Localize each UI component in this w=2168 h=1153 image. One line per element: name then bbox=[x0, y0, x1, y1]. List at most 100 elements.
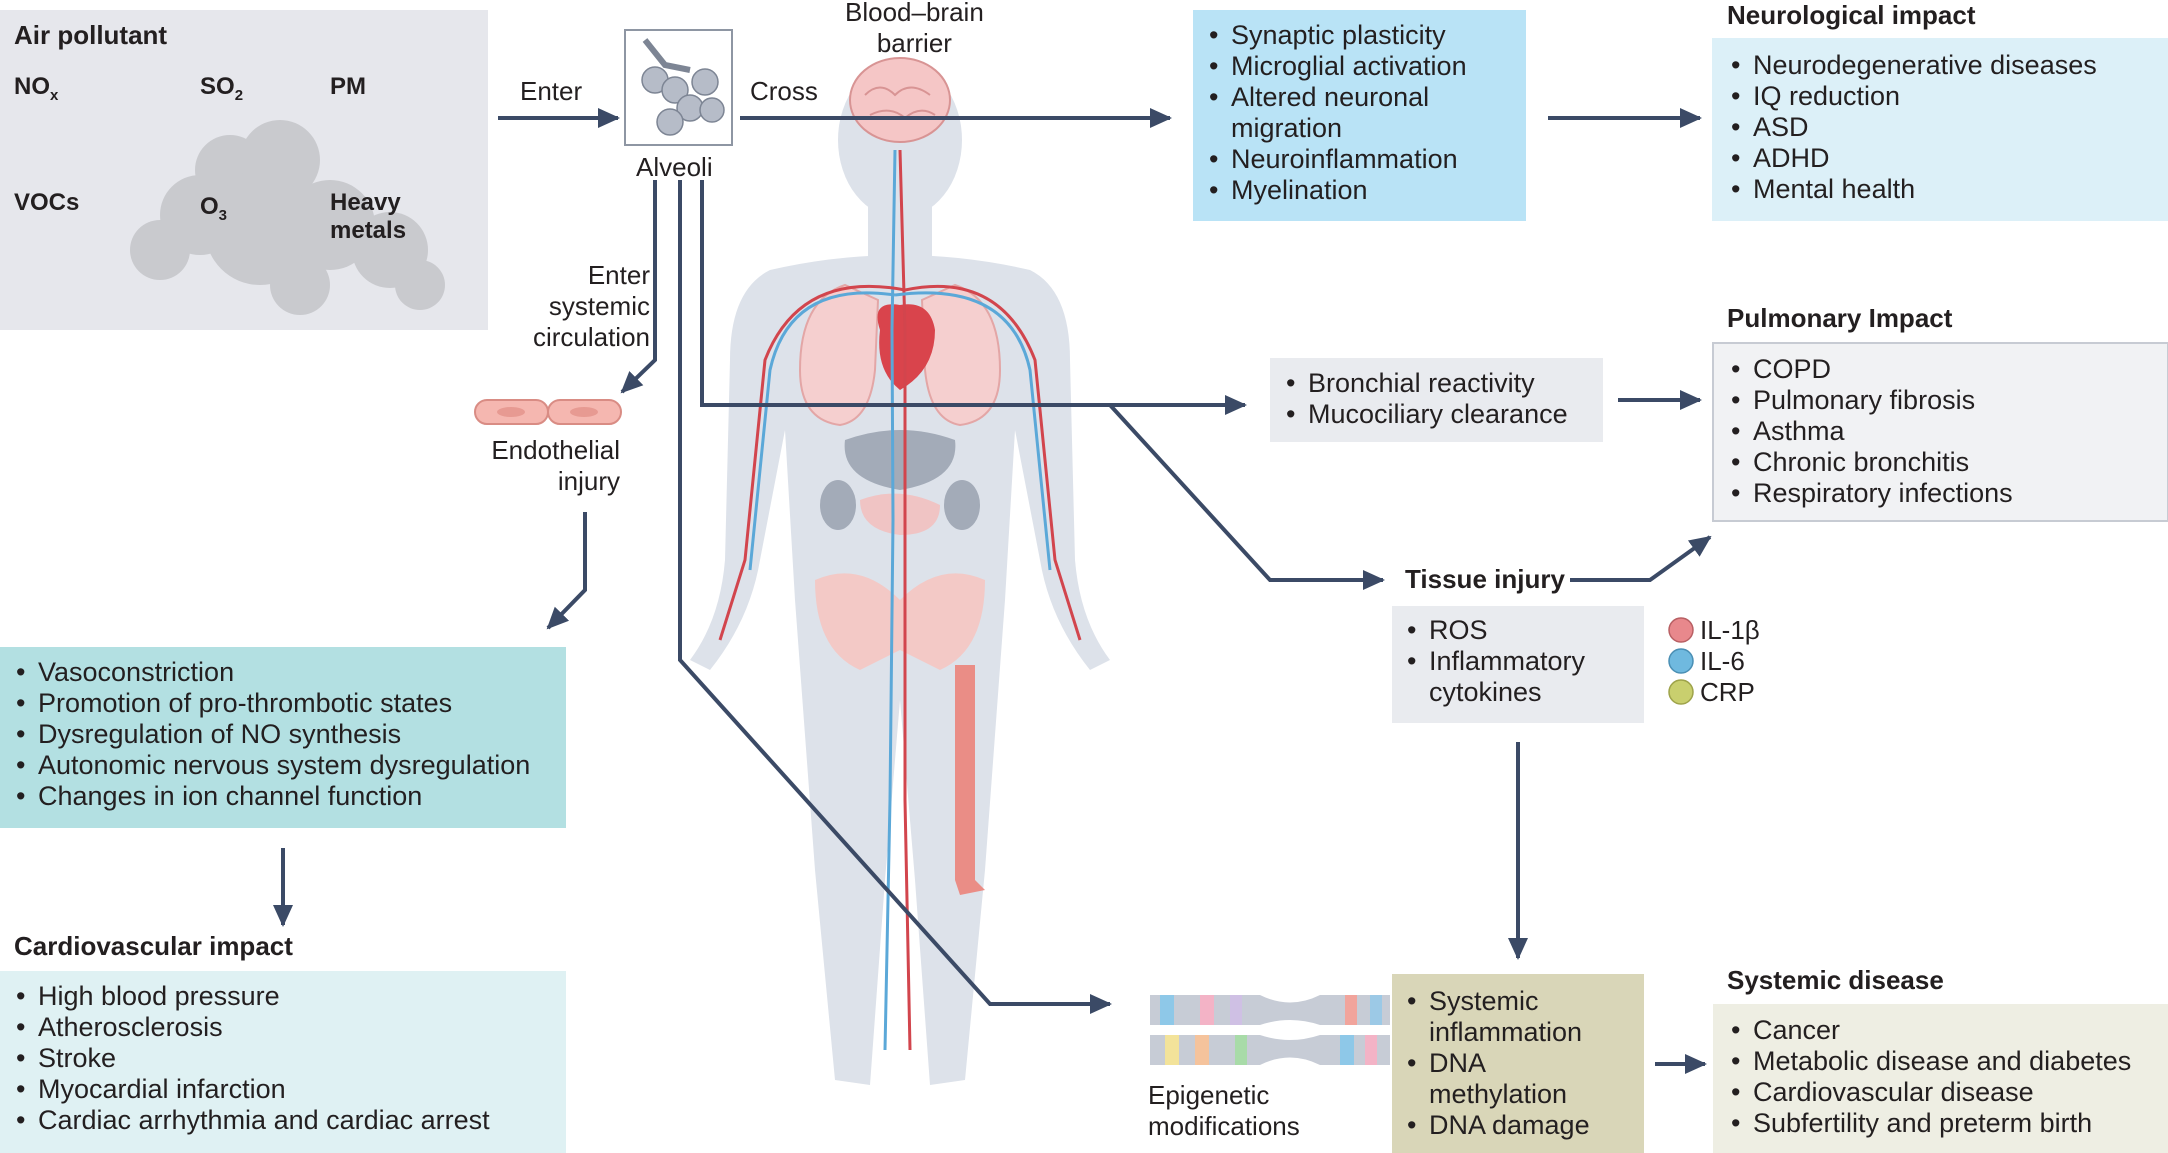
systemic-disease-title: Systemic disease bbox=[1727, 965, 1944, 995]
abdominal-organs bbox=[820, 430, 980, 535]
endothelial-label: Endothelial injury bbox=[460, 435, 620, 497]
cardiovascular-item: Cardiac arrhythmia and cardiac arrest bbox=[12, 1105, 490, 1136]
il6-label: IL-6 bbox=[1700, 646, 1745, 676]
epigenetic-line1: Epigenetic bbox=[1148, 1080, 1270, 1110]
endothelial-cells-icon bbox=[474, 399, 622, 425]
brain-effect-item: Microglial activation bbox=[1205, 51, 1467, 82]
epigenetic-line2: modifications bbox=[1148, 1111, 1300, 1141]
enter-systemic-line3: circulation bbox=[532, 322, 650, 352]
neurological-list: Neurodegenerative diseases IQ reduction … bbox=[1727, 50, 2097, 205]
so2-text: SO bbox=[200, 73, 235, 100]
systemic-effect-item: inflammation bbox=[1429, 1017, 1583, 1047]
heavy-metals-line2: metals bbox=[330, 217, 407, 244]
systemic-disease-item: Cancer bbox=[1727, 1015, 2131, 1046]
brain-effect-item: Synaptic plasticity bbox=[1205, 20, 1467, 51]
enter-label: Enter bbox=[520, 76, 583, 106]
neurological-item: Neurodegenerative diseases bbox=[1727, 50, 2097, 81]
pollutant-title: Air pollutant bbox=[14, 20, 168, 50]
il6-dot bbox=[1668, 648, 1694, 674]
systemic-effect-item: DNA bbox=[1403, 1048, 1590, 1079]
vascular-effect-item: Changes in ion channel function bbox=[12, 781, 530, 812]
vascular-effects-list: Vasoconstriction Promotion of pro-thromb… bbox=[12, 657, 530, 812]
brain-effect-item: Myelination bbox=[1205, 175, 1467, 206]
pulmonary-title: Pulmonary Impact bbox=[1727, 303, 1953, 333]
o3-label: O3 bbox=[200, 193, 227, 230]
tissue-injury-item: Inflammatory bbox=[1403, 646, 1585, 677]
chromosome-icon bbox=[1150, 995, 1390, 1065]
bbb-line1: Blood–brain bbox=[845, 0, 984, 27]
crp-dot bbox=[1668, 679, 1694, 705]
brain-effect-item: Altered neuronal bbox=[1205, 82, 1467, 113]
systemic-disease-item: Subfertility and preterm birth bbox=[1727, 1108, 2131, 1139]
pulmonary-item: COPD bbox=[1727, 354, 2013, 385]
heavy-metals-label: Heavy metals bbox=[330, 189, 406, 245]
cardiovascular-item: High blood pressure bbox=[12, 981, 490, 1012]
crp-label: CRP bbox=[1700, 677, 1755, 707]
o3-sub: 3 bbox=[218, 206, 228, 224]
endothelial-line2: injury bbox=[557, 466, 620, 496]
lung-effects-list: Bronchial reactivity Mucociliary clearan… bbox=[1282, 368, 1568, 430]
tissue-injury-list: ROS Inflammatory cytokines bbox=[1403, 615, 1585, 708]
enter-systemic-line1: Enter bbox=[587, 260, 650, 290]
pelvis-icon bbox=[815, 573, 985, 670]
endothelial-line1: Endothelial bbox=[491, 435, 620, 465]
smog-cloud bbox=[130, 120, 445, 315]
pulmonary-list: COPD Pulmonary fibrosis Asthma Chronic b… bbox=[1727, 354, 2013, 509]
il1b-dot bbox=[1668, 617, 1694, 643]
human-body bbox=[690, 62, 1110, 1085]
brain-icon bbox=[849, 57, 951, 143]
systemic-effect-item: Systemic bbox=[1403, 986, 1590, 1017]
brain-effect-item: migration bbox=[1231, 113, 1343, 143]
neurological-item: IQ reduction bbox=[1727, 81, 2097, 112]
cardiovascular-title: Cardiovascular impact bbox=[14, 931, 293, 961]
so2-label: SO2 bbox=[200, 73, 243, 110]
brain-effects-list: Synaptic plasticity Microglial activatio… bbox=[1205, 20, 1467, 206]
alveoli-label: Alveoli bbox=[636, 152, 713, 182]
enter-systemic-line2: systemic bbox=[548, 291, 650, 321]
systemic-disease-list: Cancer Metabolic disease and diabetes Ca… bbox=[1727, 1015, 2131, 1139]
systemic-effect-item: DNA damage bbox=[1403, 1110, 1590, 1141]
neurological-item: Mental health bbox=[1727, 174, 2097, 205]
systemic-disease-item: Cardiovascular disease bbox=[1727, 1077, 2131, 1108]
brain-effect-item: Neuroinflammation bbox=[1205, 144, 1467, 175]
systemic-effect-item: methylation bbox=[1429, 1079, 1568, 1109]
neurological-item: ASD bbox=[1727, 112, 2097, 143]
cross-label: Cross bbox=[750, 76, 818, 106]
heavy-metals-line1: Heavy bbox=[330, 189, 401, 216]
tissue-injury-title: Tissue injury bbox=[1405, 564, 1565, 594]
cardiovascular-item: Myocardial infarction bbox=[12, 1074, 490, 1105]
neurological-item: ADHD bbox=[1727, 143, 2097, 174]
pulmonary-item: Asthma bbox=[1727, 416, 2013, 447]
vascular-effect-item: Autonomic nervous system dysregulation bbox=[12, 750, 530, 781]
pulmonary-item: Respiratory infections bbox=[1727, 478, 2013, 509]
cardiovascular-item: Atherosclerosis bbox=[12, 1012, 490, 1043]
pm-label: PM bbox=[330, 73, 366, 100]
pulmonary-item: Pulmonary fibrosis bbox=[1727, 385, 2013, 416]
vascular-effect-item: Vasoconstriction bbox=[12, 657, 530, 688]
alveoli-icon bbox=[641, 38, 725, 136]
vascular-effect-item: Dysregulation of NO synthesis bbox=[12, 719, 530, 750]
so2-sub: 2 bbox=[234, 86, 244, 104]
arrows bbox=[273, 108, 1712, 1074]
femur-icon bbox=[955, 665, 985, 895]
tissue-injury-item: ROS bbox=[1403, 615, 1585, 646]
nox-label: NOx bbox=[14, 73, 58, 110]
tissue-injury-item: cytokines bbox=[1429, 677, 1542, 707]
bbb-line2: barrier bbox=[876, 28, 952, 58]
systemic-disease-item: Metabolic disease and diabetes bbox=[1727, 1046, 2131, 1077]
systemic-effects-list: Systemic inflammation DNA methylation DN… bbox=[1403, 986, 1590, 1141]
nox-sub: x bbox=[50, 86, 59, 104]
il1b-label: IL-1β bbox=[1700, 615, 1760, 645]
cardiovascular-list: High blood pressure Atherosclerosis Stro… bbox=[12, 981, 490, 1136]
neurological-title: Neurological impact bbox=[1727, 0, 1976, 30]
nox-text: NO bbox=[14, 73, 50, 100]
cardiovascular-item: Stroke bbox=[12, 1043, 490, 1074]
epigenetic-label: Epigenetic modifications bbox=[1148, 1080, 1300, 1142]
enter-systemic-label: Enter systemic circulation bbox=[500, 260, 650, 353]
lung-effect-item: Mucociliary clearance bbox=[1282, 399, 1568, 430]
lung-effect-item: Bronchial reactivity bbox=[1282, 368, 1568, 399]
bbb-label: Blood–brain barrier bbox=[845, 0, 984, 59]
pulmonary-item: Chronic bronchitis bbox=[1727, 447, 2013, 478]
vascular-effect-item: Promotion of pro-thrombotic states bbox=[12, 688, 530, 719]
vocs-label: VOCs bbox=[14, 189, 80, 216]
